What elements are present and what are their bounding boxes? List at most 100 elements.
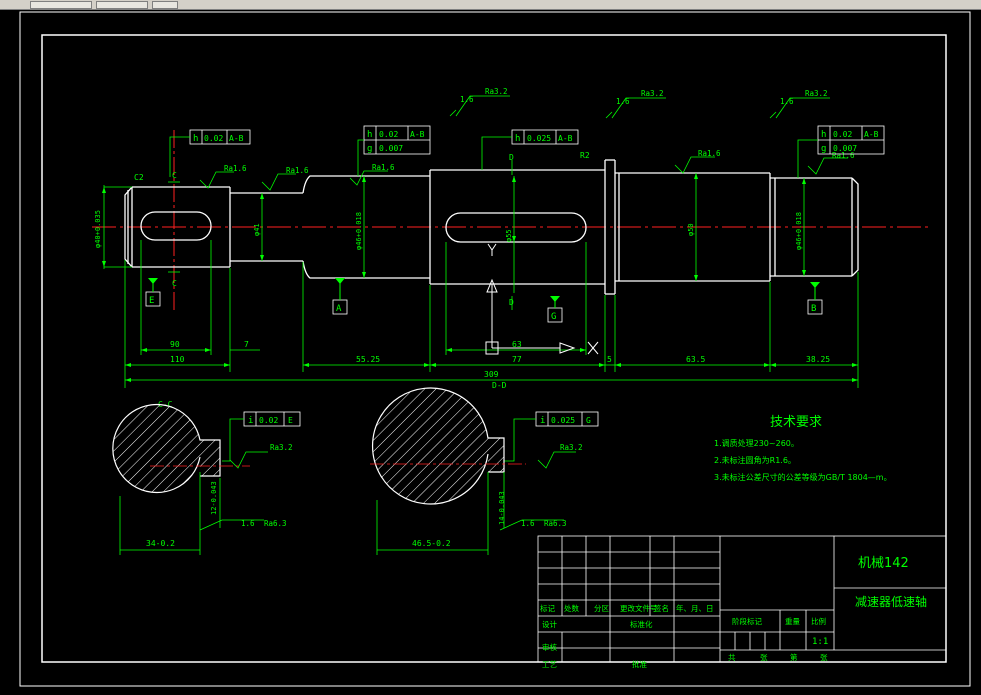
finish-val-1: 1.6 bbox=[460, 95, 474, 104]
tb-sheets-no: 第 bbox=[790, 652, 798, 662]
finish-ra-a: Ra1.6 bbox=[224, 164, 247, 173]
dim-7: 7 bbox=[244, 340, 249, 349]
section-dd-view: 46.5-0.2 14-0.043 bbox=[370, 387, 526, 555]
geometric-tolerance-frames: h 0.02 A-B h 0.02 A-B g 0.007 h 0.025 bbox=[169, 125, 885, 462]
dim-309: 309 bbox=[484, 370, 499, 379]
finish-ra-dd-63: Ra6.3 bbox=[544, 519, 567, 528]
toolbar-control[interactable] bbox=[30, 1, 92, 9]
svg-text:0.025: 0.025 bbox=[527, 134, 551, 143]
tb-header-date: 年、月、日 bbox=[676, 603, 714, 613]
dim-14: 14-0.043 bbox=[498, 491, 506, 525]
section-c-bottom: C bbox=[172, 279, 177, 288]
surface-finish-symbols bbox=[199, 95, 848, 531]
note-1: 1.调质处理230~260。 bbox=[714, 438, 799, 448]
tolerance-frame-3: h 0.025 A-B bbox=[511, 129, 579, 145]
tb-header-change-doc: 更改文件号 bbox=[620, 603, 658, 613]
svg-text:0.025: 0.025 bbox=[551, 416, 575, 425]
tb-part-name: 减速器低速轴 bbox=[855, 594, 927, 609]
tolerance-frame-1: h 0.02 A-B bbox=[189, 129, 251, 145]
tb-role-design: 设计 bbox=[542, 619, 557, 629]
dim-77: 77 bbox=[512, 355, 522, 364]
datum-g: G bbox=[551, 312, 556, 322]
shaft-outline bbox=[124, 159, 859, 295]
tb-scale-value: 1:1 bbox=[812, 637, 828, 647]
ucs-icon bbox=[485, 243, 599, 355]
tolerance-frame-5: i 0.02 E bbox=[243, 411, 301, 427]
tb-sheets-unit1: 张 bbox=[760, 653, 768, 662]
dim-5: 5 bbox=[607, 355, 612, 364]
section-cc-title: C-C bbox=[158, 400, 173, 409]
tb-role-approve: 批准 bbox=[632, 659, 647, 669]
tb-header-signature: 签名 bbox=[654, 603, 669, 613]
tb-role-process: 工艺 bbox=[542, 660, 557, 669]
finish-ra-e: Ra1.6 bbox=[832, 151, 855, 160]
tolerance-frame-2: h 0.02 A-B g 0.007 bbox=[363, 125, 431, 155]
dim-phi-mid: φ46+0.018 bbox=[355, 212, 363, 250]
dim-phi-41: φ41 bbox=[253, 223, 261, 236]
surface-finish-texts: Ra1.6 Ra1.6 Ra1.6 Ra3.2 Ra3.2 Ra3.2 1.6 … bbox=[224, 87, 855, 528]
tb-role-review: 审核 bbox=[542, 642, 557, 652]
technical-requirements: 技术要求 1.调质处理230~260。 2.未标注圆角为R1.6。 3.未标注公… bbox=[714, 415, 892, 482]
svg-text:i: i bbox=[540, 416, 545, 426]
model-space-canvas[interactable]: 90 110 7 55.25 63 77 5 63.5 38.25 309 φ4… bbox=[0, 10, 981, 691]
datum-markers: E A G B bbox=[145, 278, 823, 323]
tb-sheets-unit2: 张 bbox=[820, 653, 828, 662]
finish-ra-cc: Ra3.2 bbox=[270, 443, 293, 452]
dim-34: 34-0.2 bbox=[146, 539, 175, 548]
toolbar-control[interactable] bbox=[152, 1, 178, 9]
dim-phi-right: φ46+0.018 bbox=[795, 212, 803, 250]
svg-text:g: g bbox=[367, 144, 372, 154]
svg-text:A-B: A-B bbox=[410, 130, 425, 139]
finish-ra-cc-63: Ra6.3 bbox=[264, 519, 287, 528]
svg-text:E: E bbox=[288, 416, 293, 425]
svg-text:0.02: 0.02 bbox=[259, 416, 278, 425]
datum-e: E bbox=[149, 296, 154, 306]
finish-val-2: 1.6 bbox=[616, 97, 630, 106]
notes-title: 技术要求 bbox=[770, 415, 822, 430]
dim-12: 12-0.043 bbox=[210, 481, 218, 515]
tb-school: 机械142 bbox=[858, 556, 909, 571]
section-cc-view: 34-0.2 12-0.043 bbox=[112, 403, 250, 555]
finish-val-dd: 1.6 bbox=[521, 519, 535, 528]
dim-63-5: 63.5 bbox=[686, 355, 705, 364]
svg-text:A-B: A-B bbox=[864, 130, 879, 139]
dim-55-25: 55.25 bbox=[356, 355, 380, 364]
tb-scale-label: 比例 bbox=[811, 616, 826, 626]
svg-text:0.02: 0.02 bbox=[204, 134, 223, 143]
section-d-top: D bbox=[509, 153, 514, 162]
dim-46-5: 46.5-0.2 bbox=[412, 539, 451, 548]
dim-63: 63 bbox=[512, 340, 522, 349]
note-3: 3.未标注公差尺寸的公差等级为GB/T 1804—m。 bbox=[714, 472, 892, 482]
finish-ra-top1: Ra3.2 bbox=[485, 87, 508, 96]
svg-text:i: i bbox=[248, 416, 253, 426]
finish-val-3: 1.6 bbox=[780, 97, 794, 106]
svg-text:G: G bbox=[586, 416, 591, 425]
dim-phi-left: φ40+0.035 bbox=[94, 210, 102, 248]
finish-ra-b: Ra1.6 bbox=[286, 166, 309, 175]
toolbar-control[interactable] bbox=[96, 1, 148, 9]
window-toolbar-strip bbox=[0, 0, 981, 10]
dim-90: 90 bbox=[170, 340, 180, 349]
dim-38-25: 38.25 bbox=[806, 355, 830, 364]
title-block: 标记 处数 分区 更改文件号 签名 年、月、日 设计 标准化 审核 工艺 批准 … bbox=[537, 535, 947, 669]
svg-text:0.007: 0.007 bbox=[379, 144, 403, 153]
tb-role-standard: 标准化 bbox=[630, 619, 653, 629]
section-c-top: C bbox=[172, 171, 177, 180]
drawing-svg[interactable]: 90 110 7 55.25 63 77 5 63.5 38.25 309 φ4… bbox=[0, 10, 981, 691]
section-d-bottom: D bbox=[509, 298, 514, 307]
svg-text:h: h bbox=[821, 130, 826, 140]
svg-text:A-B: A-B bbox=[558, 134, 573, 143]
svg-text:h: h bbox=[515, 134, 520, 144]
tb-stage: 阶段标记 bbox=[732, 616, 762, 626]
fillet-r2: R2 bbox=[580, 151, 590, 160]
view-labels: C2 C C D D R2 C-C D-D bbox=[134, 151, 590, 409]
sheet-inner-border bbox=[41, 34, 947, 663]
dim-phi-key: φ55 bbox=[505, 229, 513, 242]
note-2: 2.未标注圆角为R1.6。 bbox=[714, 455, 796, 465]
section-dd-title: D-D bbox=[492, 381, 507, 390]
svg-text:g: g bbox=[821, 144, 826, 154]
datum-b: B bbox=[811, 304, 816, 314]
dim-110: 110 bbox=[170, 355, 185, 364]
tb-header-zone: 分区 bbox=[594, 604, 609, 613]
